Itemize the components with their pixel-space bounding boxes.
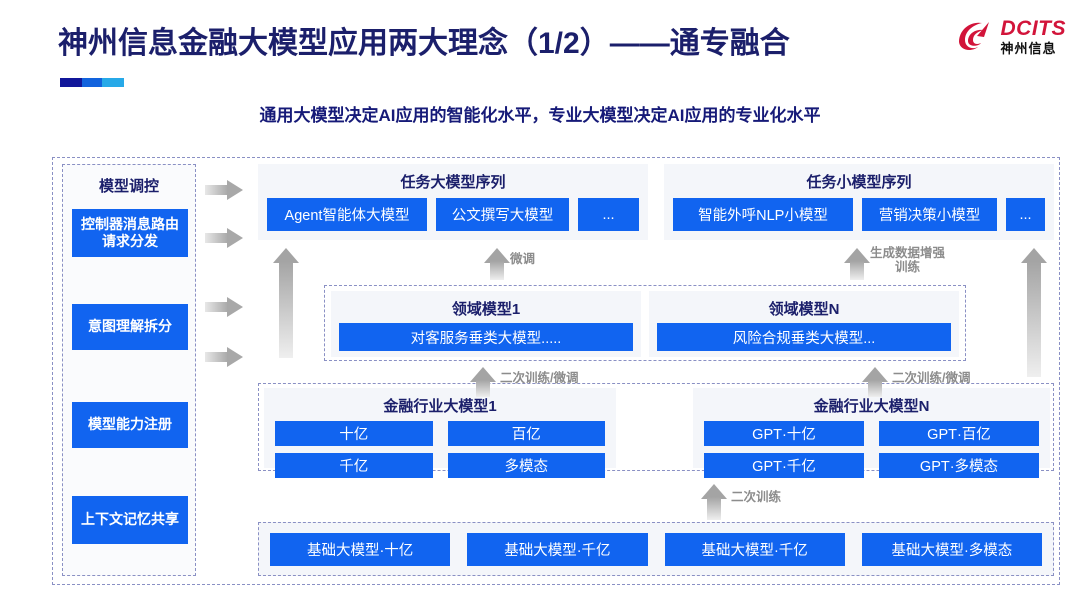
right-arrow-icon-1: [205, 180, 243, 200]
up-arrow-icon-left-tall: [273, 248, 299, 358]
chip-risk-compliance-vertical-model[interactable]: 风险合规垂类大模型...: [657, 323, 951, 351]
chip-industryn-gpt-billion[interactable]: GPT·十亿: [704, 421, 864, 446]
page-subtitle: 通用大模型决定AI应用的智能化水平，专业大模型决定AI应用的专业化水平: [259, 106, 821, 125]
panel-title-task-small: 任务小模型序列: [806, 174, 912, 191]
chip-row-domain-1: 对客服务垂类大模型.....: [331, 319, 641, 359]
chip-row-task-small: 智能外呼NLP小模型 营销决策小模型 ...: [664, 192, 1054, 240]
up-arrow-icon-gen-data: [844, 248, 870, 280]
dcits-swirl-icon: [955, 16, 995, 56]
diagram-frame: [52, 157, 1060, 585]
chip-industry1-multimodal[interactable]: 多模态: [447, 453, 605, 478]
up-arrow-icon-second-train-2: [862, 367, 888, 397]
chip-task-large-more[interactable]: ...: [578, 198, 639, 231]
model-stack: 任务大模型序列 Agent智能体大模型 公文撰写大模型 ... 任务小模型序列 …: [258, 164, 1054, 576]
group-domain-models: 领域模型1 对客服务垂类大模型..... 领域模型N 风险合规垂类大模型...: [324, 285, 966, 361]
accent-segment-1: [60, 78, 82, 87]
panel-title-industry-1: 金融行业大模型1: [383, 398, 497, 415]
chip-agent-large-model[interactable]: Agent智能体大模型: [267, 198, 427, 231]
panel-industry-model-1: 金融行业大模型1 十亿 百亿 千亿 多模态: [264, 388, 616, 478]
arrow-label-second-train-tune-2: 二次训练/微调: [892, 371, 971, 385]
chip-row-task-large: Agent智能体大模型 公文撰写大模型 ...: [258, 192, 648, 240]
right-arrow-icon-4: [205, 347, 243, 367]
sidebar-item-intent-understanding[interactable]: 意图理解拆分: [72, 304, 188, 350]
logo-en: DCITS: [1000, 16, 1066, 40]
panel-domain-model-1: 领域模型1 对客服务垂类大模型.....: [331, 291, 641, 357]
chip-industryn-gpt-multimodal[interactable]: GPT·多模态: [879, 453, 1039, 478]
chip-industry1-ten-billion[interactable]: 百亿: [447, 421, 605, 446]
chip-base-billion[interactable]: 基础大模型·十亿: [270, 533, 451, 566]
panel-industry-model-n: 金融行业大模型N GPT·十亿 GPT·百亿 GPT·千亿 GPT·多模态: [693, 388, 1050, 478]
sidebar-item-controller-routing[interactable]: 控制器消息路由请求分发: [72, 209, 188, 257]
up-arrow-icon-second-train-1: [470, 367, 496, 397]
accent-segment-3: [102, 78, 124, 87]
logo-cn: 神州信息: [1000, 40, 1057, 56]
sidebar-item-context-memory[interactable]: 上下文记忆共享: [72, 496, 188, 544]
accent-segment-2: [82, 78, 102, 87]
chip-row-base-models: 基础大模型·十亿 基础大模型·千亿 基础大模型·千亿 基础大模型·多模态: [259, 523, 1053, 576]
up-arrow-icon-right-tall: [1021, 248, 1047, 377]
chip-industryn-gpt-hundred-billion[interactable]: GPT·千亿: [704, 453, 864, 478]
chip-industryn-gpt-ten-billion[interactable]: GPT·百亿: [879, 421, 1039, 446]
chip-marketing-decision-small-model[interactable]: 营销决策小模型: [862, 198, 997, 231]
group-industry-models: 金融行业大模型1 十亿 百亿 千亿 多模态 金融行业大模型N GPT·十亿 GP…: [258, 383, 1054, 478]
up-arrow-icon-fine-tune: [484, 248, 510, 280]
arrow-label-gen-data-aug: 生成数据增强 训练: [870, 246, 946, 275]
chip-industry1-hundred-billion[interactable]: 千亿: [275, 453, 433, 478]
group-base-models: 基础大模型·十亿 基础大模型·千亿 基础大模型·千亿 基础大模型·多模态: [258, 522, 1054, 576]
right-arrow-icon-3: [205, 297, 243, 317]
chip-base-hundred-billion-2[interactable]: 基础大模型·千亿: [664, 533, 845, 566]
panel-task-large-models: 任务大模型序列 Agent智能体大模型 公文撰写大模型 ...: [258, 164, 648, 240]
right-arrow-icon-2: [205, 228, 243, 248]
chip-row-domain-n: 风险合规垂类大模型...: [649, 319, 959, 359]
chip-grid-industry-n: GPT·十亿 GPT·百亿 GPT·千亿 GPT·多模态: [693, 416, 1050, 485]
chip-document-writing-model[interactable]: 公文撰写大模型: [436, 198, 569, 231]
sidebar-title: 模型调控: [98, 178, 159, 195]
chip-industry1-billion[interactable]: 十亿: [275, 421, 433, 446]
up-arrow-icon-base-train: [701, 484, 727, 520]
panel-title-task-large: 任务大模型序列: [400, 174, 506, 191]
panel-title-industry-n: 金融行业大模型N: [813, 398, 930, 415]
panel-title-domain-1: 领域模型1: [451, 301, 521, 318]
logo-text: DCITS 神州信息: [1001, 18, 1067, 55]
chip-base-hundred-billion-1[interactable]: 基础大模型·千亿: [467, 533, 648, 566]
chip-customer-service-vertical-model[interactable]: 对客服务垂类大模型.....: [339, 323, 633, 351]
arrow-label-second-train: 二次训练: [731, 490, 782, 504]
chip-base-multimodal[interactable]: 基础大模型·多模态: [861, 533, 1042, 566]
chip-grid-industry-1: 十亿 百亿 千亿 多模态: [264, 416, 616, 485]
arrow-label-second-train-tune-1: 二次训练/微调: [500, 371, 579, 385]
panel-domain-model-n: 领域模型N 风险合规垂类大模型...: [649, 291, 959, 357]
sidebar-model-control: 模型调控 控制器消息路由请求分发 意图理解拆分 模型能力注册 上下文记忆共享: [62, 164, 196, 576]
panel-task-small-models: 任务小模型序列 智能外呼NLP小模型 营销决策小模型 ...: [664, 164, 1054, 240]
chip-task-small-more[interactable]: ...: [1006, 198, 1045, 231]
panel-title-domain-n: 领域模型N: [768, 301, 840, 318]
chip-outbound-nlp-small-model[interactable]: 智能外呼NLP小模型: [673, 198, 853, 231]
accent-bar: [60, 78, 124, 87]
company-logo: DCITS 神州信息: [955, 16, 1067, 56]
sidebar-item-capability-registry[interactable]: 模型能力注册: [72, 402, 188, 448]
page-title: 神州信息金融大模型应用两大理念（1/2）——通专融合: [58, 27, 790, 60]
arrow-label-fine-tune: 微调: [510, 252, 536, 266]
